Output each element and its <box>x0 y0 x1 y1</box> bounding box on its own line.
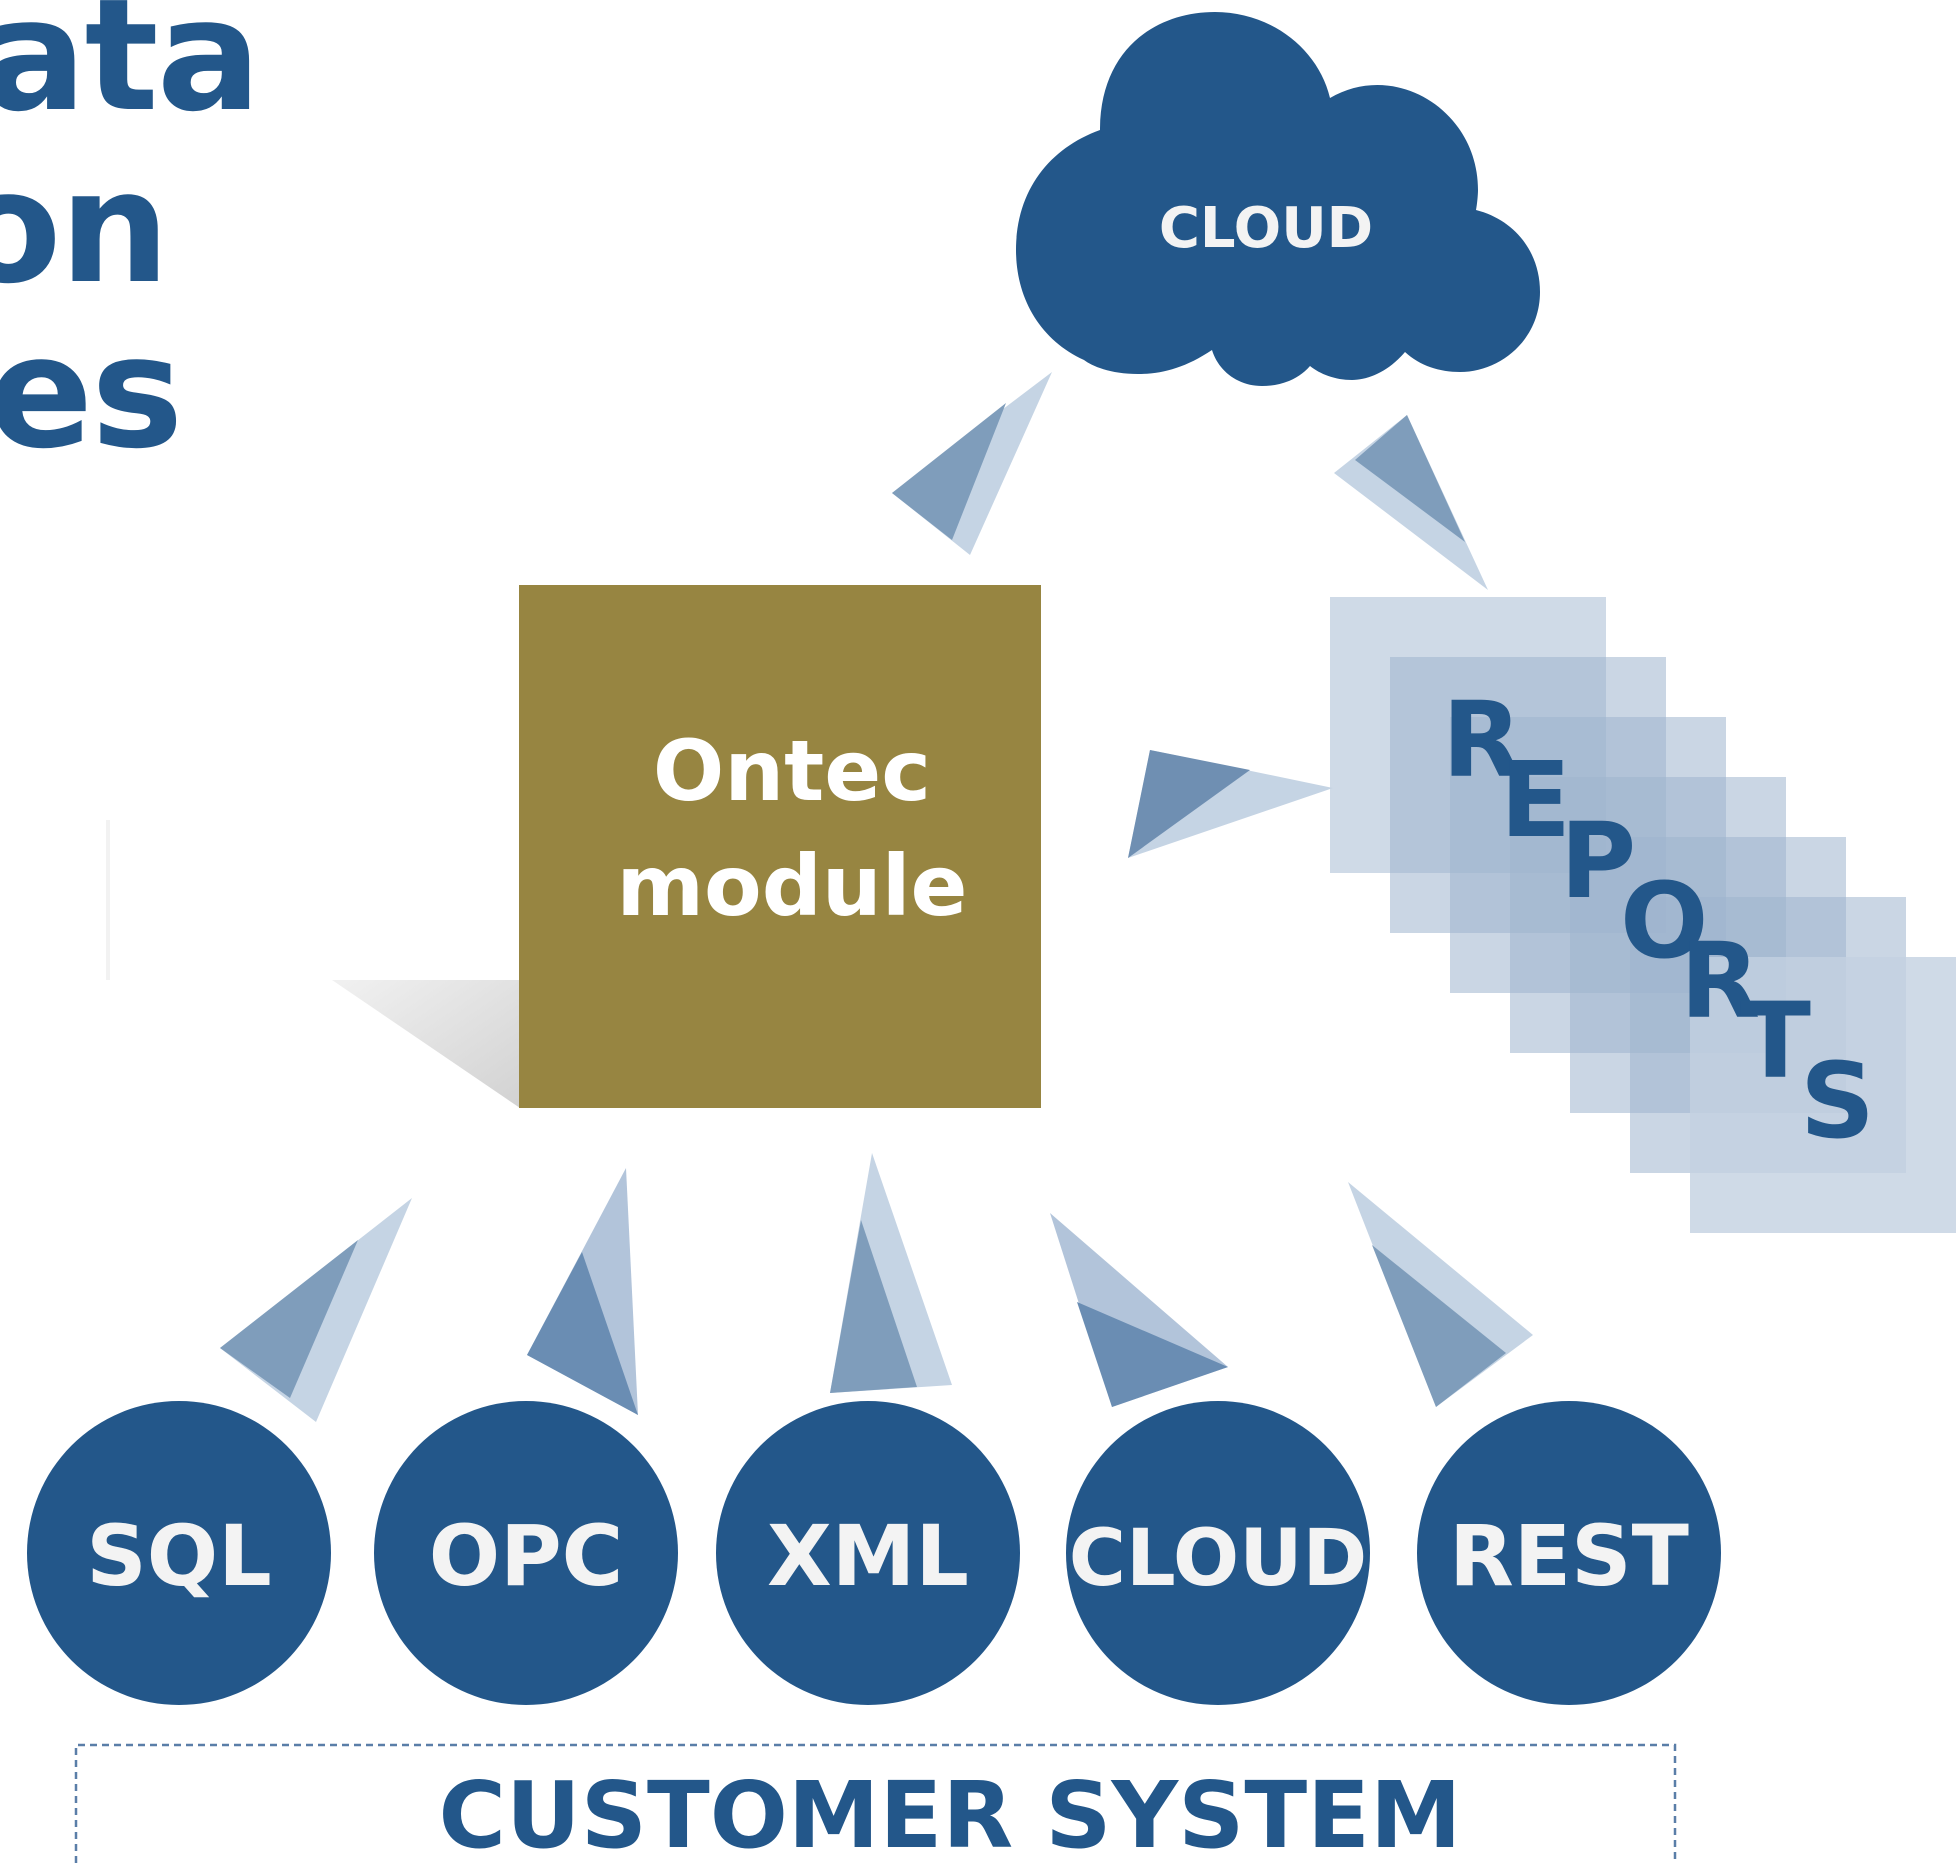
arrow-sql-to-module <box>220 1198 412 1422</box>
reports-letter: O <box>1620 860 1708 982</box>
customer-system-box: CUSTOMER SYSTEM <box>74 1743 1677 1863</box>
reports-letter: R <box>1680 920 1760 1042</box>
headline-line-2: on <box>0 137 170 318</box>
cloud-label: CLOUD <box>1159 196 1373 261</box>
module-shadow <box>332 980 520 1108</box>
connector-label: XML <box>767 1507 969 1605</box>
arrow-rest-to-module <box>1348 1182 1533 1407</box>
cloud-shape: CLOUD <box>1016 12 1540 386</box>
arrow-opc-to-module <box>527 1168 638 1415</box>
connector-opc: OPC <box>374 1401 678 1705</box>
connector-cloud: CLOUD <box>1066 1401 1370 1705</box>
arrow-cloud-connector-to-module <box>1050 1213 1228 1407</box>
arrow-xml-to-module <box>830 1153 952 1393</box>
customer-system-label: CUSTOMER SYSTEM <box>438 1762 1461 1863</box>
connector-sql: SQL <box>27 1401 331 1705</box>
connector-xml: XML <box>716 1401 1020 1705</box>
reports-letter: R <box>1442 679 1522 801</box>
module-label-line-2: module <box>617 837 968 935</box>
reports-letter: E <box>1500 739 1571 861</box>
edge-sliver <box>106 820 110 980</box>
reports-letter: P <box>1560 800 1636 922</box>
connector-label: SQL <box>86 1507 271 1605</box>
connector-label: REST <box>1449 1507 1689 1605</box>
arrow-reports-to-module <box>1128 750 1333 858</box>
connector-label: OPC <box>429 1507 624 1605</box>
module-label-line-1: Ontec <box>653 722 931 820</box>
arrow-cloud-to-reports <box>1334 415 1488 590</box>
reports-letter: T <box>1740 980 1811 1102</box>
reports-letter: S <box>1800 1040 1875 1162</box>
connector-rest: REST <box>1417 1401 1721 1705</box>
ontec-module: Ontec module <box>519 585 1041 1108</box>
headline-line-3: es <box>0 302 183 483</box>
arrow-module-to-cloud <box>892 372 1052 555</box>
headline-line-1: ata <box>0 0 261 146</box>
connector-label: CLOUD <box>1069 1514 1368 1604</box>
report-page <box>1690 957 1956 1233</box>
